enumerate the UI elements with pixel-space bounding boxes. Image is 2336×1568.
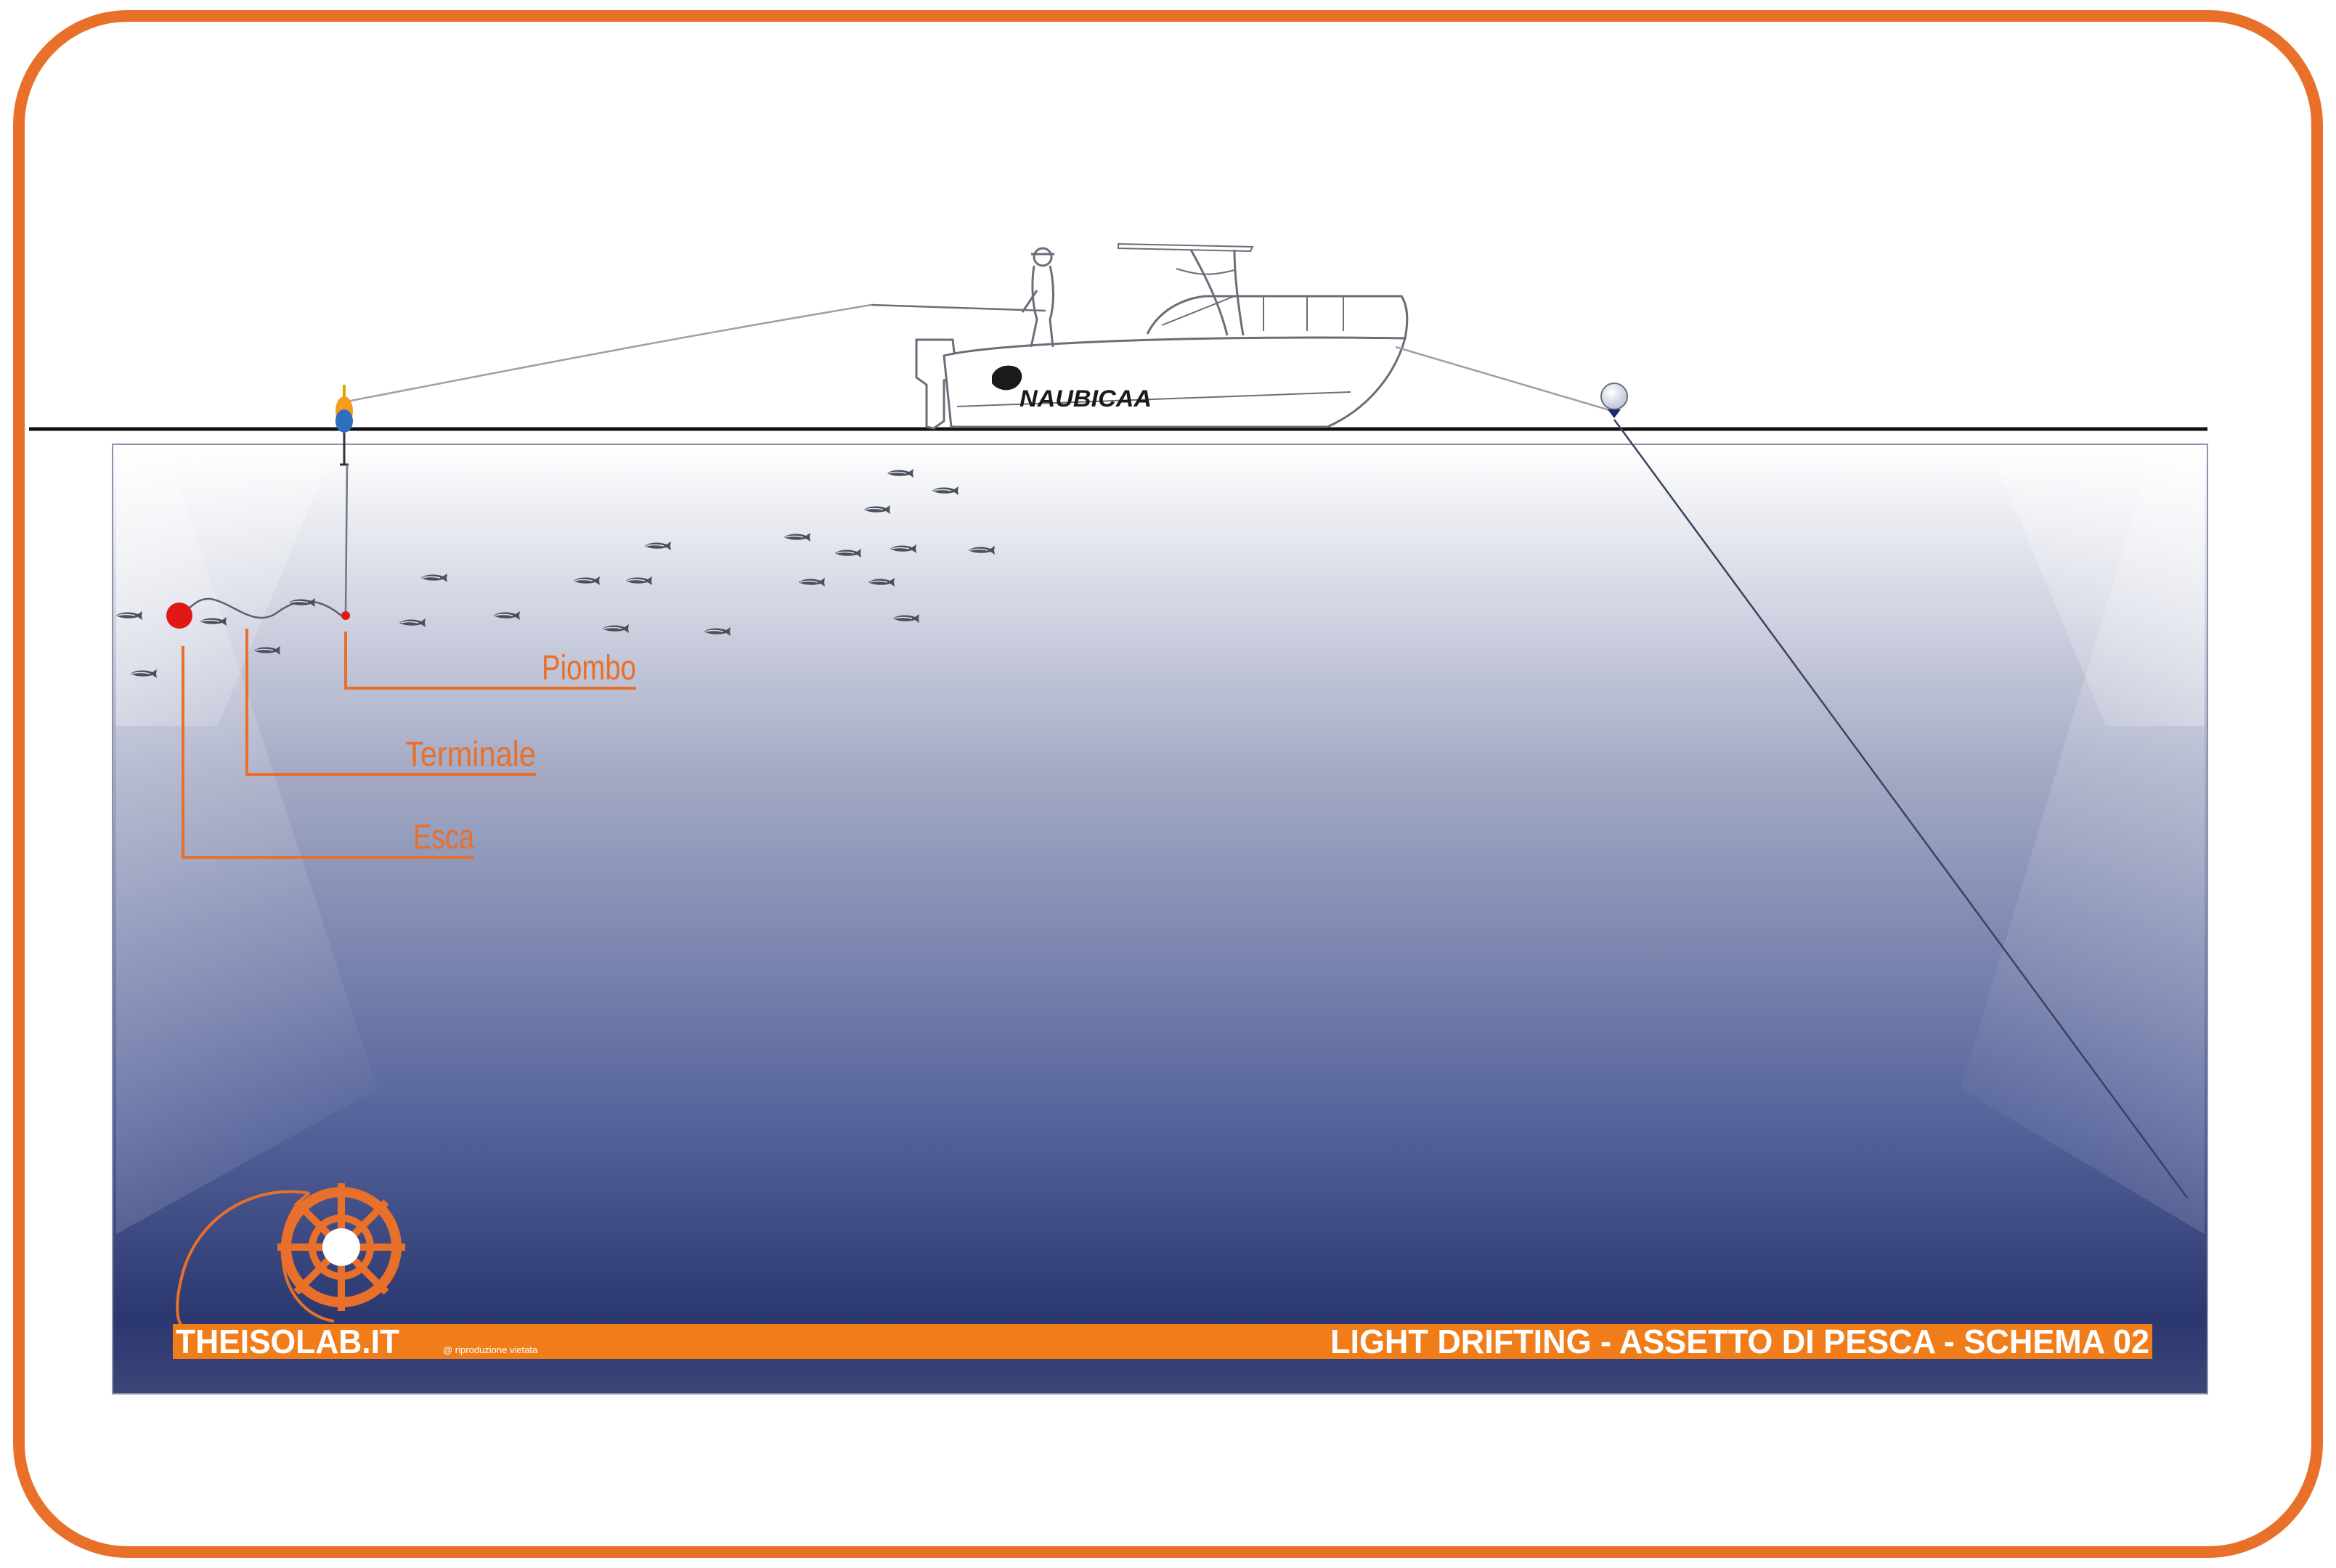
main-line [344, 464, 349, 615]
label-piombo: Piombo [542, 649, 636, 687]
water-body [112, 444, 2208, 1395]
footer-bar [173, 1324, 2152, 1359]
theisolab-logo [176, 1183, 405, 1328]
footer-site-name: THEISOLAB.IT [176, 1323, 399, 1360]
anchor-rope-to-buoy [1395, 346, 1613, 412]
fishing-line [346, 303, 872, 403]
boat-logo: NAUBICAA [992, 365, 1152, 412]
sea-anchor-line [1613, 419, 2189, 1199]
boat-brand-text: NAUBICAA [1020, 385, 1152, 412]
footer-title: LIGHT DRIFTING - ASSETTO DI PESCA - SCHE… [1330, 1323, 2149, 1360]
callout-piombo-line [344, 632, 636, 690]
callout-terminale-line [245, 629, 536, 776]
callout-esca-line [182, 646, 474, 859]
light-ray-left-edge [116, 449, 378, 1234]
bait-icon [166, 603, 192, 629]
float-icon [335, 385, 353, 466]
label-esca: Esca [413, 818, 474, 857]
footer-copyright: @ riproduzione vietata [443, 1344, 538, 1355]
boat-icon [871, 242, 1409, 430]
buoy-icon [1600, 383, 1628, 418]
sinker-icon [341, 611, 350, 620]
light-ray-right-edge [1961, 449, 2205, 1234]
label-terminale: Terminale [405, 735, 536, 774]
